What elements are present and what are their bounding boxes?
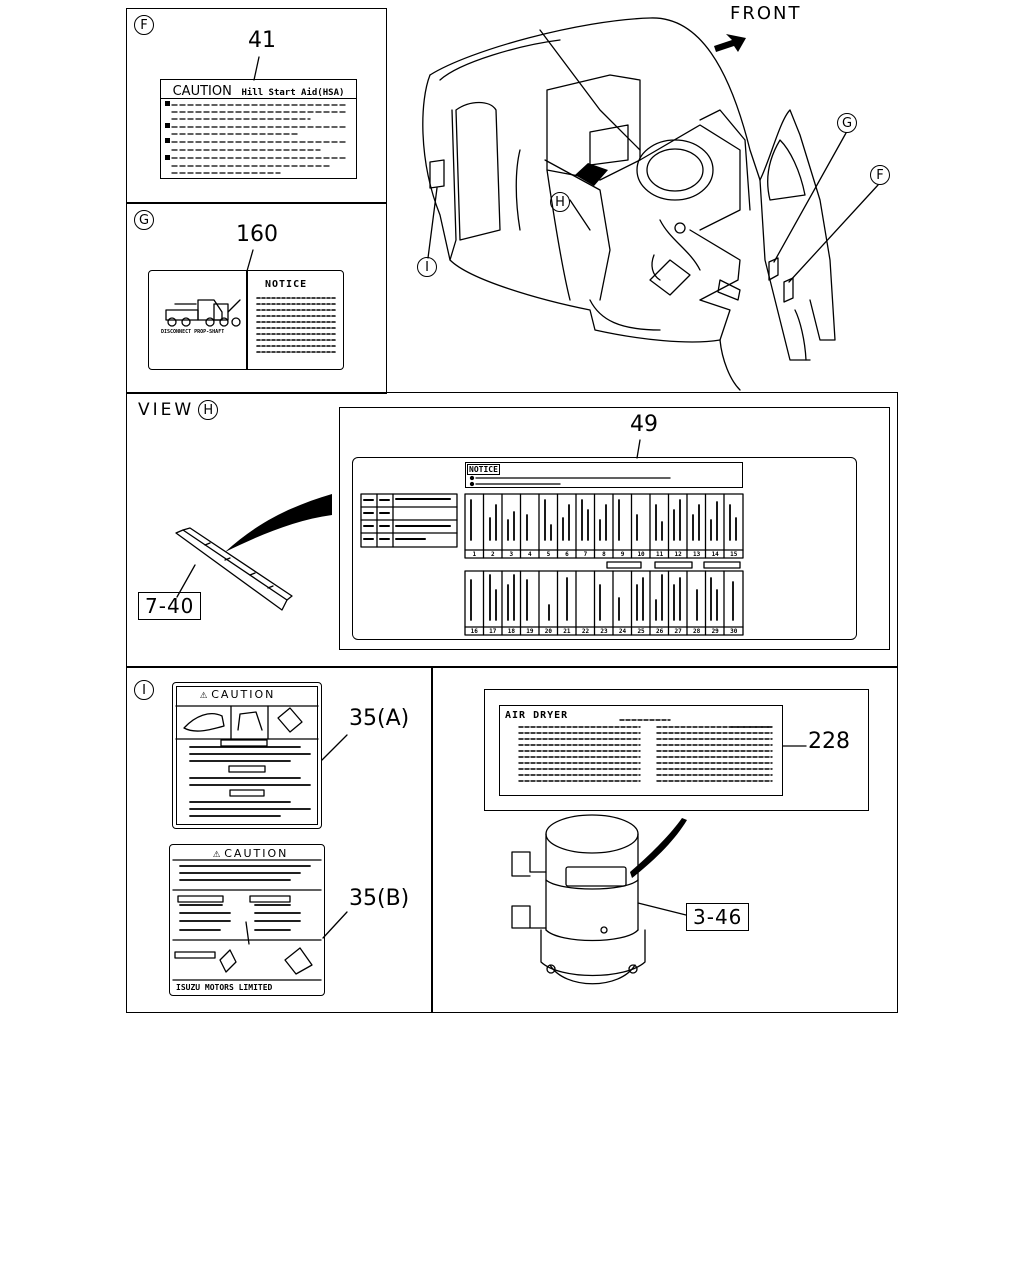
callout-g-cab: G xyxy=(837,113,857,133)
fuse-number: 6 xyxy=(565,551,569,558)
callout-f: F xyxy=(134,15,154,35)
panel-i-frame xyxy=(126,666,433,1013)
maker-name: ISUZU MOTORS LIMITED xyxy=(176,983,273,992)
callout-i-label: I xyxy=(134,680,154,700)
fuse-number: 7 xyxy=(583,551,588,558)
part-number-228: 228 xyxy=(808,729,850,754)
fuse-notice-title: NOTICE xyxy=(467,464,500,475)
part-number-35a: 35(A) xyxy=(349,706,410,731)
panel-f-frame xyxy=(126,8,387,204)
fuse-number: 21 xyxy=(563,628,571,635)
warning-triangle-icon: ⚠ xyxy=(200,687,208,701)
caution-label-35a-inner xyxy=(176,686,318,825)
prop-shaft-notice-label: NOTICE DISCONNECT PROP-SHAFT xyxy=(148,270,344,370)
fuse-number: 8 xyxy=(602,551,606,558)
callout-h-view: H xyxy=(198,400,219,420)
fuse-number: 11 xyxy=(655,551,664,558)
fuse-number: 14 xyxy=(711,551,719,558)
fuse-number: 17 xyxy=(489,628,497,635)
fuse-label-outer-frame xyxy=(339,407,890,650)
fuse-number: 9 xyxy=(620,551,625,558)
hsa-caution-title: CAUTION xyxy=(172,84,232,99)
fuse-number: 13 xyxy=(693,551,701,558)
view-h-heading: VIEW H xyxy=(138,400,219,420)
fuse-number: 30 xyxy=(730,628,738,635)
fuse-number: 26 xyxy=(655,628,664,635)
caution-title-35b-row: ⚠ CAUTION xyxy=(213,846,288,860)
air-dryer-title: AIR DRYER xyxy=(505,710,569,721)
fuse-number: 15 xyxy=(730,551,738,558)
part-ref-3-46: 3-46 xyxy=(686,903,750,931)
part-ref-7-40: 7-40 xyxy=(138,592,202,620)
fuse-number: 18 xyxy=(507,628,515,635)
callout-g-label: G xyxy=(134,210,154,230)
fuse-number: 20 xyxy=(544,628,552,635)
callout-f-cab: F xyxy=(870,165,890,185)
prop-shaft-notice-title: NOTICE xyxy=(265,279,308,290)
warning-triangle-icon: ⚠ xyxy=(213,846,221,860)
fuse-number: 23 xyxy=(600,628,608,635)
fuse-number: 4 xyxy=(528,551,532,558)
panel-g-frame xyxy=(126,202,387,394)
hsa-caution-subtitle: Hill Start Aid(HSA) xyxy=(241,88,345,98)
caution-title-35b: CAUTION xyxy=(224,846,289,860)
air-dryer-label-frame xyxy=(484,689,869,811)
fuse-number: 19 xyxy=(526,628,534,635)
fuse-number-row-bottom: 16 17 18 19 20 21 22 23 24 25 26 27 28 2… xyxy=(465,628,743,636)
fuse-number: 24 xyxy=(618,628,627,635)
fuse-number: 5 xyxy=(546,551,551,558)
fuse-number: 1 xyxy=(472,551,477,558)
part-number-41: 41 xyxy=(248,28,276,53)
prop-shaft-caption: DISCONNECT PROP-SHAFT xyxy=(161,329,225,335)
caution-title-35a: CAUTION xyxy=(211,687,276,701)
callout-h-cab: H xyxy=(550,192,570,212)
panel-h-frame xyxy=(126,392,898,668)
fuse-number: 10 xyxy=(637,551,645,558)
fuse-number: 22 xyxy=(581,628,590,635)
fuse-number: 28 xyxy=(693,628,701,635)
fuse-number-row-top: 1 2 3 4 5 6 7 8 9 10 11 12 13 14 15 xyxy=(465,551,743,559)
caution-label-35a xyxy=(172,682,322,829)
hsa-caution-label: CAUTION Hill Start Aid(HSA) xyxy=(160,79,357,179)
front-label: FRONT xyxy=(730,3,802,24)
fuse-number: 25 xyxy=(637,628,645,635)
fuse-number: 29 xyxy=(711,628,719,635)
part-number-160: 160 xyxy=(236,222,278,247)
air-dryer-label: AIR DRYER xyxy=(499,705,783,796)
part-number-49: 49 xyxy=(630,412,658,437)
fuse-number: 3 xyxy=(509,551,514,558)
fuse-number: 27 xyxy=(674,628,682,635)
fuse-notice-box: NOTICE xyxy=(465,462,743,488)
fuse-number: 12 xyxy=(674,551,682,558)
caution-title-35a-row: ⚠ CAUTION xyxy=(200,687,275,701)
fuse-number: 2 xyxy=(490,551,495,558)
view-label: VIEW xyxy=(138,400,195,420)
caution-label-35b xyxy=(169,844,325,996)
fuse-label-sheet xyxy=(352,457,857,640)
fuse-number: 16 xyxy=(470,628,478,635)
callout-i-cab: I xyxy=(417,257,437,277)
panel-dryer-frame xyxy=(431,666,898,1013)
part-number-35b: 35(B) xyxy=(349,886,410,911)
